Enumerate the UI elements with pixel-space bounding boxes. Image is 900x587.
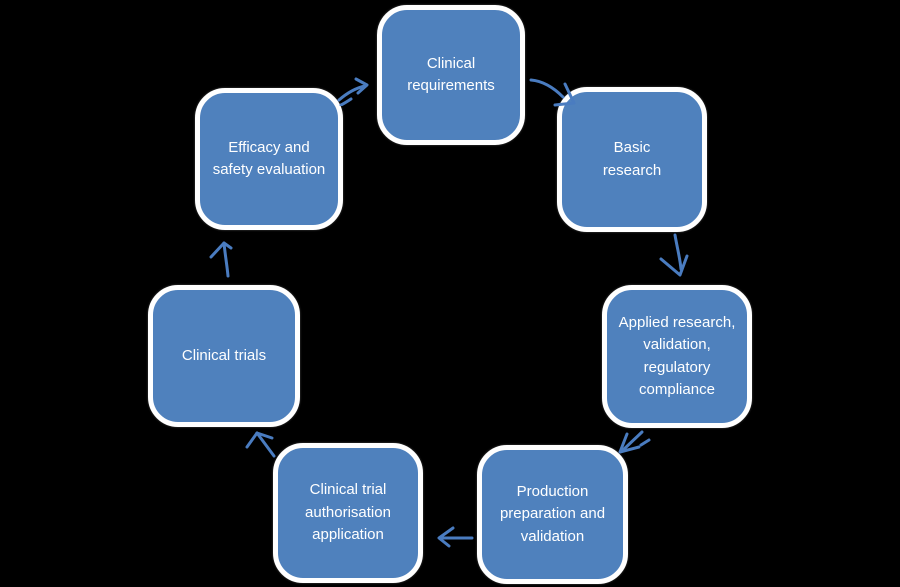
arrow-applied-to-production-icon bbox=[618, 430, 651, 454]
node-label: Production preparation and validation bbox=[499, 482, 606, 545]
node-production-preparation: Production preparation and validation bbox=[477, 445, 628, 584]
arrow-authorisation-to-trials-icon bbox=[245, 431, 276, 458]
node-clinical-trial-authorisation: Clinical trial authorisation application bbox=[273, 443, 423, 583]
arrow-efficacy-to-requirements-icon bbox=[337, 77, 369, 106]
node-label: Efficacy and safety evaluation bbox=[212, 138, 326, 179]
node-label: Clinical requirements bbox=[407, 54, 495, 95]
node-efficacy-safety-evaluation: Efficacy and safety evaluation bbox=[195, 88, 343, 230]
node-basic-research: Basic research bbox=[557, 87, 707, 232]
node-clinical-requirements: Clinical requirements bbox=[377, 5, 525, 145]
arrow-production-to-authorisation-icon bbox=[437, 526, 474, 548]
node-applied-research: Applied research, validation, regulatory… bbox=[602, 285, 752, 428]
arrow-requirements-to-basic-icon bbox=[529, 78, 576, 107]
node-label: Clinical trial authorisation application bbox=[305, 481, 391, 544]
node-clinical-trials: Clinical trials bbox=[148, 285, 300, 427]
arrow-basic-to-applied-icon bbox=[659, 233, 689, 277]
node-label: Clinical trials bbox=[181, 346, 267, 364]
arrow-trials-to-efficacy-icon bbox=[209, 241, 233, 278]
node-label: Basic research bbox=[602, 139, 662, 179]
node-label: Applied research, validation, regulatory… bbox=[618, 313, 736, 399]
